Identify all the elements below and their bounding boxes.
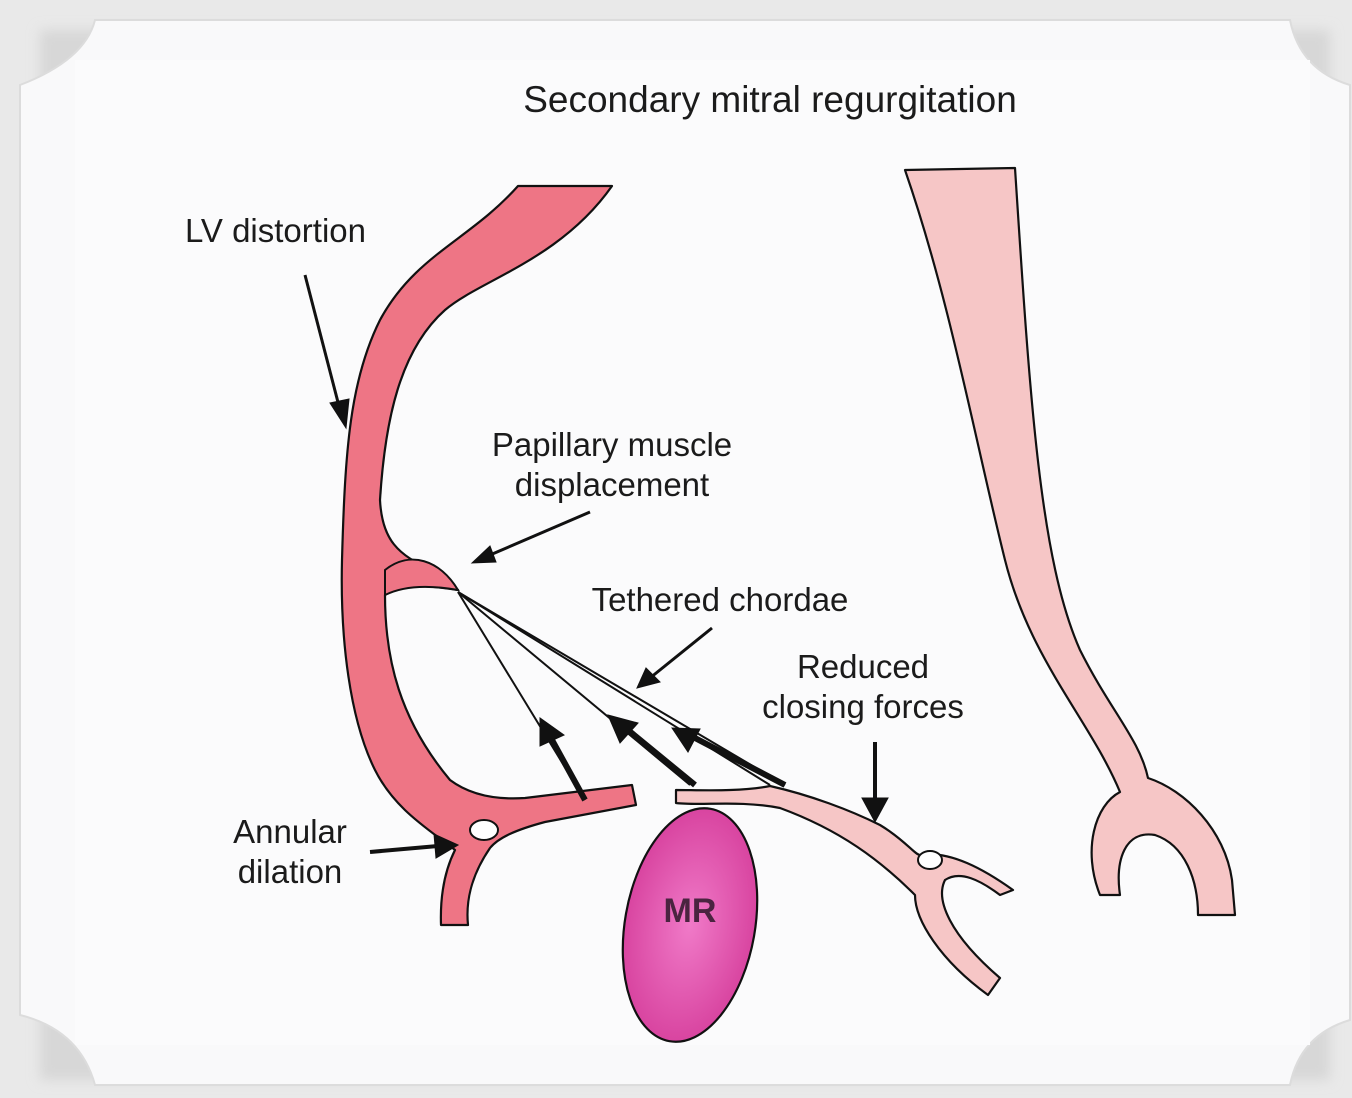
papillary-label-line1: Papillary muscle [492,426,732,463]
left-annulus-ring [470,820,498,840]
diagram-title: Secondary mitral regurgitation [523,79,1017,120]
right-annulus-ring [918,851,942,869]
tethered-chordae-label: Tethered chordae [592,581,849,618]
lv-distortion-label: LV distortion [185,212,366,249]
reduced-forces-label-line1: Reduced [797,648,929,685]
reduced-forces-label-line2: closing forces [762,688,964,725]
papillary-label-line2: displacement [515,466,709,503]
mr-label: MR [664,892,717,930]
annular-dilation-label-line1: Annular [233,813,347,850]
annular-dilation-label-line2: dilation [238,853,343,890]
